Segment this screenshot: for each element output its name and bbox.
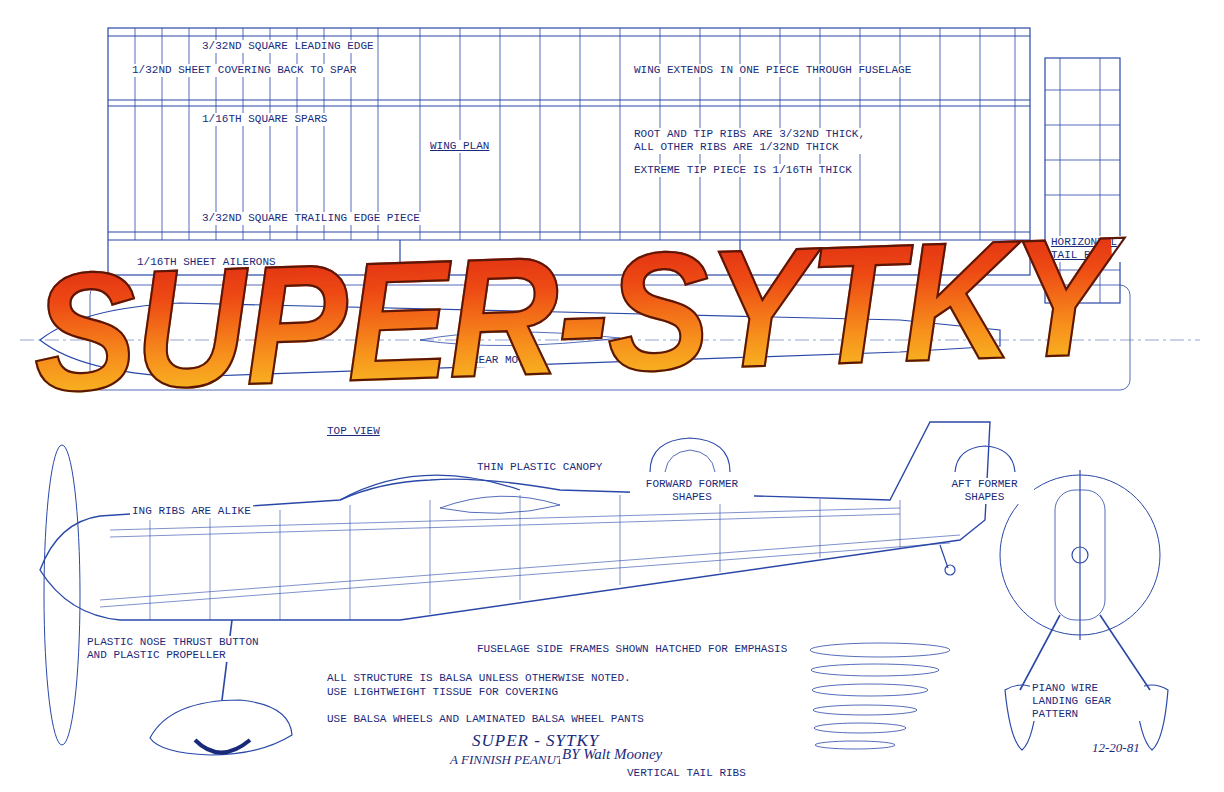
wheel bbox=[195, 740, 250, 753]
forward-former bbox=[650, 438, 730, 472]
vertical-tail-ribs bbox=[810, 643, 950, 749]
side-frame-hatching bbox=[100, 495, 960, 620]
propeller bbox=[44, 445, 80, 745]
tail-wheel-strut bbox=[940, 545, 948, 568]
plan-note: WING EXTENDS IN ONE PIECE THROUGH FUSELA… bbox=[632, 64, 913, 77]
plan-note: AFT FORMER SHAPES bbox=[935, 478, 1034, 504]
leading-edge bbox=[108, 35, 1030, 36]
tail-wheel bbox=[945, 565, 955, 575]
wheel-pant bbox=[150, 700, 292, 755]
plan-note: EXTREME TIP PIECE IS 1/16TH THICK bbox=[632, 164, 854, 177]
plan-note: PLASTIC NOSE THRUST BUTTON AND PLASTIC P… bbox=[85, 636, 279, 662]
forward-former bbox=[665, 450, 715, 472]
plan-note: FORWARD FORMER SHAPES bbox=[630, 478, 754, 504]
plan-note: BY Walt Mooney bbox=[560, 746, 664, 763]
plan-note: ALL STRUCTURE IS BALSA UNLESS OTHERWISE … bbox=[325, 672, 633, 685]
plan-note: 3/32ND SQUARE LEADING EDGE bbox=[200, 40, 376, 53]
plan-note: USE BALSA WHEELS AND LAMINATED BALSA WHE… bbox=[325, 713, 646, 726]
spar bbox=[108, 105, 1030, 106]
plan-note: PIANO WIRE LANDING GEAR PATTERN bbox=[1030, 682, 1144, 721]
plan-note: ROOT AND TIP RIBS ARE 3/32ND THICK, ALL … bbox=[632, 128, 880, 154]
wing-root bbox=[440, 496, 560, 513]
front-view-line bbox=[1079, 470, 1080, 640]
plan-note: TOP VIEW bbox=[325, 425, 382, 438]
plan-note: WING PLAN bbox=[428, 140, 491, 153]
plan-note: 1/32ND SHEET COVERING BACK TO SPAR bbox=[130, 64, 358, 77]
spar bbox=[108, 99, 1030, 100]
front-view-gear bbox=[1020, 615, 1150, 690]
plan-note: USE LIGHTWEIGHT TISSUE FOR COVERING bbox=[325, 686, 560, 699]
plan-note: FUSELAGE SIDE FRAMES SHOWN HATCHED FOR E… bbox=[475, 643, 789, 656]
side-view-fuselage bbox=[40, 422, 990, 620]
plan-note: VERTICAL TAIL RIBS bbox=[625, 767, 748, 780]
front-view-fuselage bbox=[1055, 490, 1105, 620]
plan-note: THIN PLASTIC CANOPY bbox=[475, 461, 604, 474]
title-lettering: SUPER-SYTKY bbox=[30, 200, 1116, 428]
plan-note: 3/32ND SQUARE TRAILING EDGE PIECE bbox=[200, 212, 422, 225]
plan-note: 12-20-81 bbox=[1090, 740, 1142, 755]
aft-former bbox=[955, 446, 1015, 472]
plan-note: 1/16TH SQUARE SPARS bbox=[200, 113, 329, 126]
plan-note: A FINNISH PEANUT bbox=[448, 752, 565, 767]
plan-note: ING RIBS ARE ALIKE bbox=[130, 505, 253, 518]
